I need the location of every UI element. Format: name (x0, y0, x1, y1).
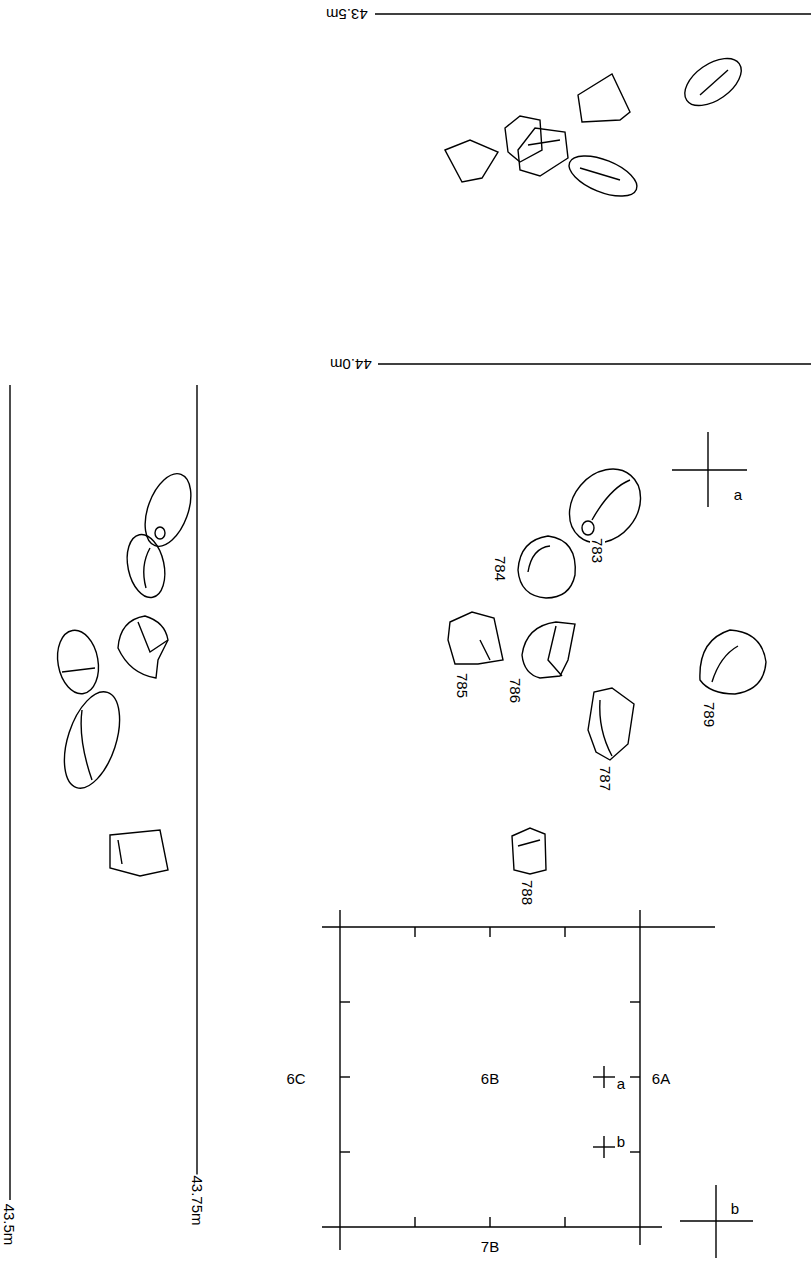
stone (448, 455, 766, 874)
find-number: 783 (591, 536, 606, 563)
stone (53, 467, 200, 876)
level-label: 43.5m (325, 7, 369, 22)
survey-cross (680, 1185, 753, 1258)
stone (445, 49, 750, 204)
find-number: 784 (494, 554, 509, 581)
find-number: 789 (703, 700, 718, 727)
grid-label: 6B (480, 1071, 500, 1086)
level-label: 43.75m (189, 1174, 204, 1226)
find-number: 786 (509, 676, 524, 703)
level-label: 43.5m (3, 1202, 18, 1246)
grid-label: 7B (480, 1239, 500, 1254)
grid-label: 6A (651, 1071, 671, 1086)
point-label: a (616, 1076, 626, 1091)
grid-square (322, 910, 715, 1250)
find-number: 788 (521, 878, 536, 905)
find-number: 787 (599, 764, 614, 791)
level-line (9, 385, 10, 1200)
level-label: 44.0m (329, 357, 373, 372)
point-label: b (730, 1201, 740, 1216)
survey-cross (672, 432, 747, 507)
level-line (375, 13, 811, 14)
level-line (196, 385, 197, 1175)
point-label: b (616, 1134, 626, 1149)
grid-label: 6C (285, 1071, 306, 1086)
find-number: 785 (456, 671, 471, 698)
level-line (378, 363, 811, 364)
point-label: a (733, 487, 743, 502)
